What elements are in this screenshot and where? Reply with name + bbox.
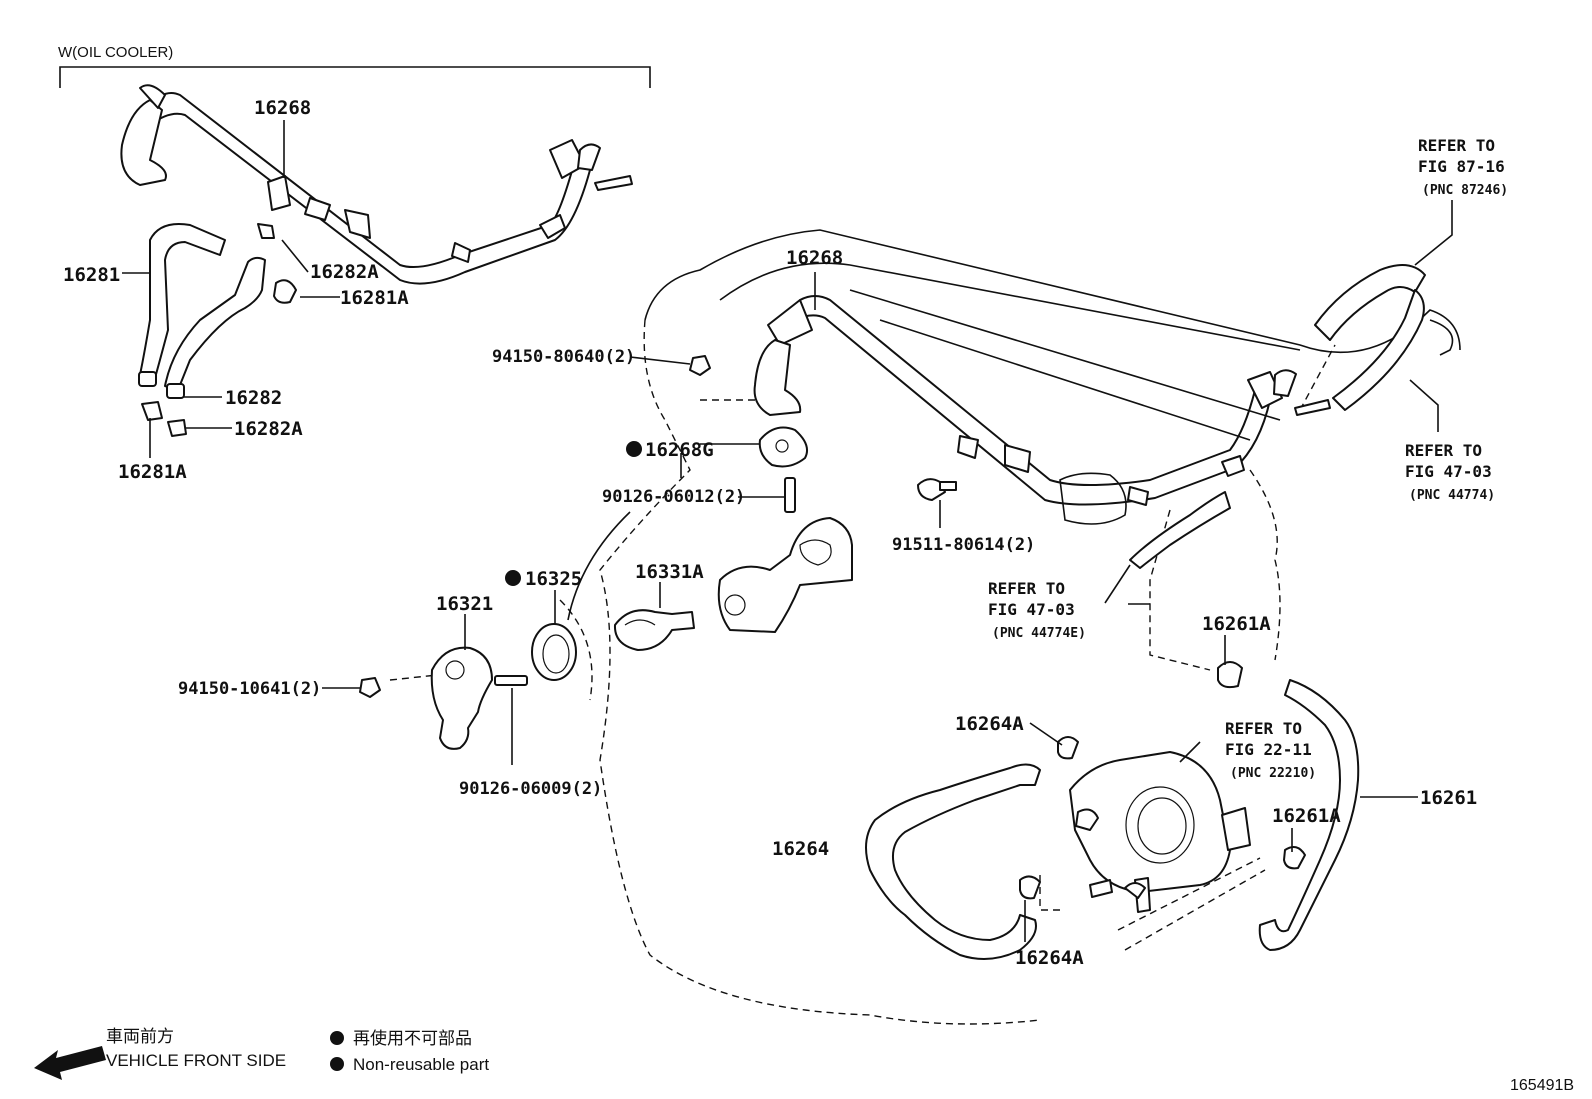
clip-16281A-a[interactable] [273, 279, 297, 304]
gasket-16268G[interactable] [758, 426, 808, 468]
ref1-line2: FIG 87-16 [1418, 157, 1505, 176]
legend-front-jp: 車両前方 [106, 1027, 174, 1046]
water-inlet-16321[interactable] [430, 646, 493, 750]
label-16321: 16321 [436, 593, 493, 615]
ref4-line2: FIG 22-11 [1225, 740, 1312, 759]
label-16268-mid: 16268 [786, 247, 843, 269]
legend-nonreusable-en: Non-reusable part [353, 1055, 489, 1074]
legend-front-en: VEHICLE FRONT SIDE [106, 1051, 286, 1070]
engine-block [644, 229, 1461, 525]
label-16281A-b: 16281A [118, 461, 187, 483]
label-90126-06009: 90126-06009(2) [459, 779, 602, 799]
water-bypass-pipe-main[interactable] [753, 295, 1331, 506]
stud-90126-06012[interactable] [784, 477, 796, 513]
label-16325: 16325 [525, 568, 582, 590]
throttle-body[interactable] [1069, 751, 1251, 913]
variant-label: W(OIL COOLER) [58, 44, 173, 61]
clip-16281A-b[interactable] [141, 401, 163, 421]
ref2-line3: (PNC 44774) [1409, 488, 1495, 503]
label-16331A: 16331A [635, 561, 704, 583]
ref1-line3: (PNC 87246) [1422, 183, 1508, 198]
ref3-line2: FIG 47-03 [988, 600, 1075, 619]
reference-47-03-a[interactable]: REFER TO FIG 47-03 (PNC 44774) [1405, 441, 1495, 503]
nonreusable-marker-16325 [505, 570, 521, 586]
clip-16282A-a[interactable] [257, 223, 275, 239]
hose-16261[interactable] [1258, 679, 1360, 951]
label-16268-top: 16268 [254, 97, 311, 119]
label-91511-80614: 91511-80614(2) [892, 535, 1035, 555]
reference-87-16[interactable]: REFER TO FIG 87-16 (PNC 87246) [1418, 136, 1508, 198]
hose-16281[interactable] [138, 223, 226, 387]
hose-lower-right[interactable] [1129, 491, 1231, 569]
ref2-line2: FIG 47-03 [1405, 462, 1492, 481]
nut-94150-10641[interactable] [359, 677, 381, 698]
ref3-line1: REFER TO [988, 579, 1065, 598]
ref4-line1: REFER TO [1225, 719, 1302, 738]
label-16282A-a: 16282A [310, 261, 379, 283]
legend-dot-icon [330, 1057, 344, 1071]
callouts: 16268 16281 16282A 16281A 16282 16282A 1… [63, 97, 1477, 969]
label-16282A-b: 16282A [234, 418, 303, 440]
variant-bracket: W(OIL COOLER) [58, 44, 651, 88]
water-bypass-pipe-top[interactable] [120, 84, 633, 285]
legend-dot-icon [330, 1031, 344, 1045]
label-16264: 16264 [772, 838, 829, 860]
ref4-line3: (PNC 22210) [1230, 766, 1316, 781]
clip-16264A-b[interactable] [1019, 875, 1041, 900]
figure-id: 165491B [1510, 1077, 1574, 1094]
label-16281: 16281 [63, 264, 120, 286]
label-16261: 16261 [1420, 787, 1477, 809]
ref3-line3: (PNC 44774E) [992, 626, 1086, 641]
reference-47-03-b[interactable]: REFER TO FIG 47-03 (PNC 44774E) [988, 579, 1086, 641]
hose-upper-right[interactable] [1314, 264, 1426, 411]
label-16282: 16282 [225, 387, 282, 409]
nonreusable-marker-16268G [626, 441, 642, 457]
label-94150-80640: 94150-80640(2) [492, 347, 635, 367]
front-arrow-icon [34, 1046, 106, 1080]
label-16281A-a: 16281A [340, 287, 409, 309]
clip-16261A-a[interactable] [1217, 661, 1243, 689]
water-inlet-housing[interactable] [717, 517, 853, 633]
hose-16264[interactable] [865, 763, 1041, 960]
nut-94150-80640[interactable] [689, 355, 711, 376]
engine-outline [389, 319, 1336, 1025]
label-16264A-b: 16264A [1015, 947, 1084, 969]
label-94150-10641: 94150-10641(2) [178, 679, 321, 699]
leader-lines [122, 120, 1453, 942]
label-16264A-a: 16264A [955, 713, 1024, 735]
label-16261A-b: 16261A [1272, 805, 1341, 827]
clip-16282A-b[interactable] [167, 419, 187, 437]
stud-90126-06009[interactable] [494, 675, 528, 686]
reference-22-11[interactable]: REFER TO FIG 22-11 (PNC 22210) [1225, 719, 1316, 781]
label-16268G: 16268G [645, 439, 714, 461]
legend-nonreusable-jp: 再使用不可部品 [353, 1028, 472, 1048]
ref2-line1: REFER TO [1405, 441, 1482, 460]
thermostat-16331A[interactable] [613, 609, 695, 651]
ref1-line1: REFER TO [1418, 136, 1495, 155]
label-90126-06012: 90126-06012(2) [602, 487, 745, 507]
hose-16282[interactable] [164, 256, 266, 399]
clip-16261A-b[interactable] [1283, 845, 1306, 870]
bolt-91511-80614[interactable] [917, 478, 957, 501]
clip-16264A-a[interactable] [1057, 736, 1079, 760]
legend: 車両前方 VEHICLE FRONT SIDE 再使用不可部品 Non-reus… [34, 1027, 489, 1080]
label-16261A-a: 16261A [1202, 613, 1271, 635]
gasket-16325[interactable] [531, 623, 577, 681]
